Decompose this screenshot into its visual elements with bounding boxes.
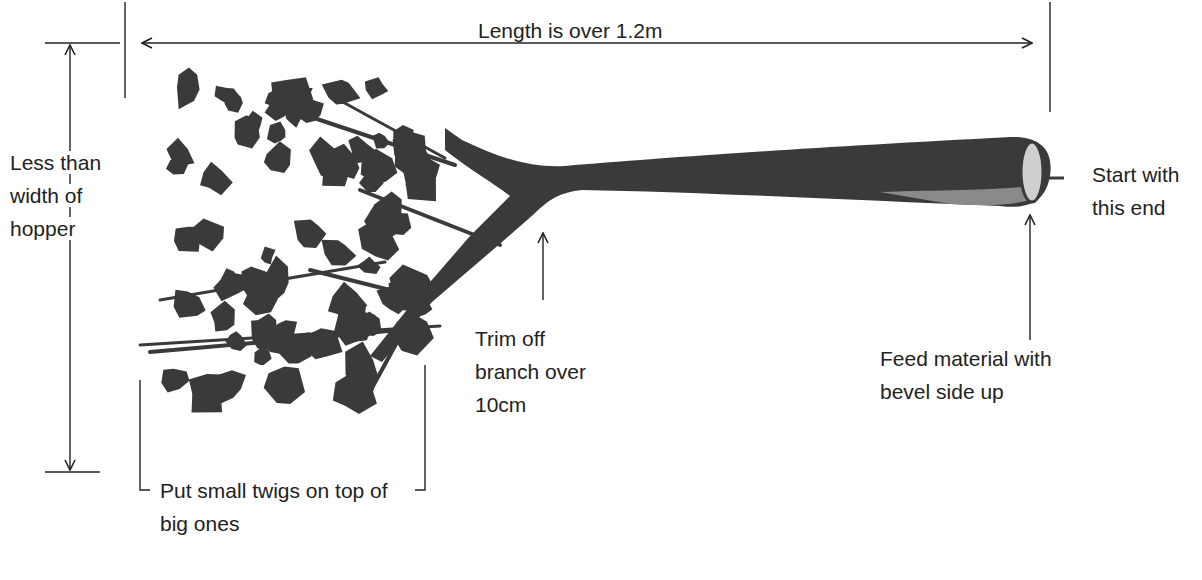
label-text: Feed material with bevel side up xyxy=(880,347,1052,403)
trim-note: Trim off branch over 10cm xyxy=(475,322,615,421)
leaf xyxy=(361,149,398,184)
label-text: Length is over 1.2m xyxy=(478,19,662,42)
leaf xyxy=(294,219,327,248)
leaf xyxy=(177,68,200,110)
leaf xyxy=(265,88,287,114)
foliage xyxy=(161,68,440,414)
leaf xyxy=(264,367,305,404)
leaf xyxy=(215,86,241,104)
leaf xyxy=(334,310,379,346)
bevel-note: Feed material with bevel side up xyxy=(880,342,1070,408)
leaf xyxy=(320,155,350,186)
leaf xyxy=(225,331,247,351)
bevel-cut-face xyxy=(1021,142,1043,202)
leaf xyxy=(189,374,222,412)
leaf xyxy=(321,240,356,266)
bevel-shading xyxy=(880,186,1040,205)
leaf xyxy=(254,347,271,365)
leaf xyxy=(358,217,399,261)
leaf xyxy=(264,141,291,173)
leaf xyxy=(284,105,302,128)
label-text: Put small twigs on top of big ones xyxy=(160,479,388,535)
leaf xyxy=(210,301,234,332)
leaf xyxy=(365,77,388,99)
label-text: Less than width of hopper xyxy=(10,151,101,240)
twigs-note: Put small twigs on top of big ones xyxy=(160,474,395,540)
dimension-lines xyxy=(45,2,1050,490)
length-dimension: Length is over 1.2m xyxy=(478,14,668,47)
leaf xyxy=(166,138,194,168)
start-pointer xyxy=(1043,177,1064,180)
leaf xyxy=(161,369,189,393)
leaf xyxy=(235,115,260,148)
label-text: Trim off branch over 10cm xyxy=(475,327,586,416)
label-text: Start with this end xyxy=(1092,163,1180,219)
start-note: Start with this end xyxy=(1092,158,1197,224)
leaf xyxy=(200,162,233,195)
leaf xyxy=(267,122,286,144)
branch-trunk xyxy=(370,128,1051,362)
width-dimension: Less than width of hopper xyxy=(10,146,120,245)
leaf xyxy=(174,227,202,252)
